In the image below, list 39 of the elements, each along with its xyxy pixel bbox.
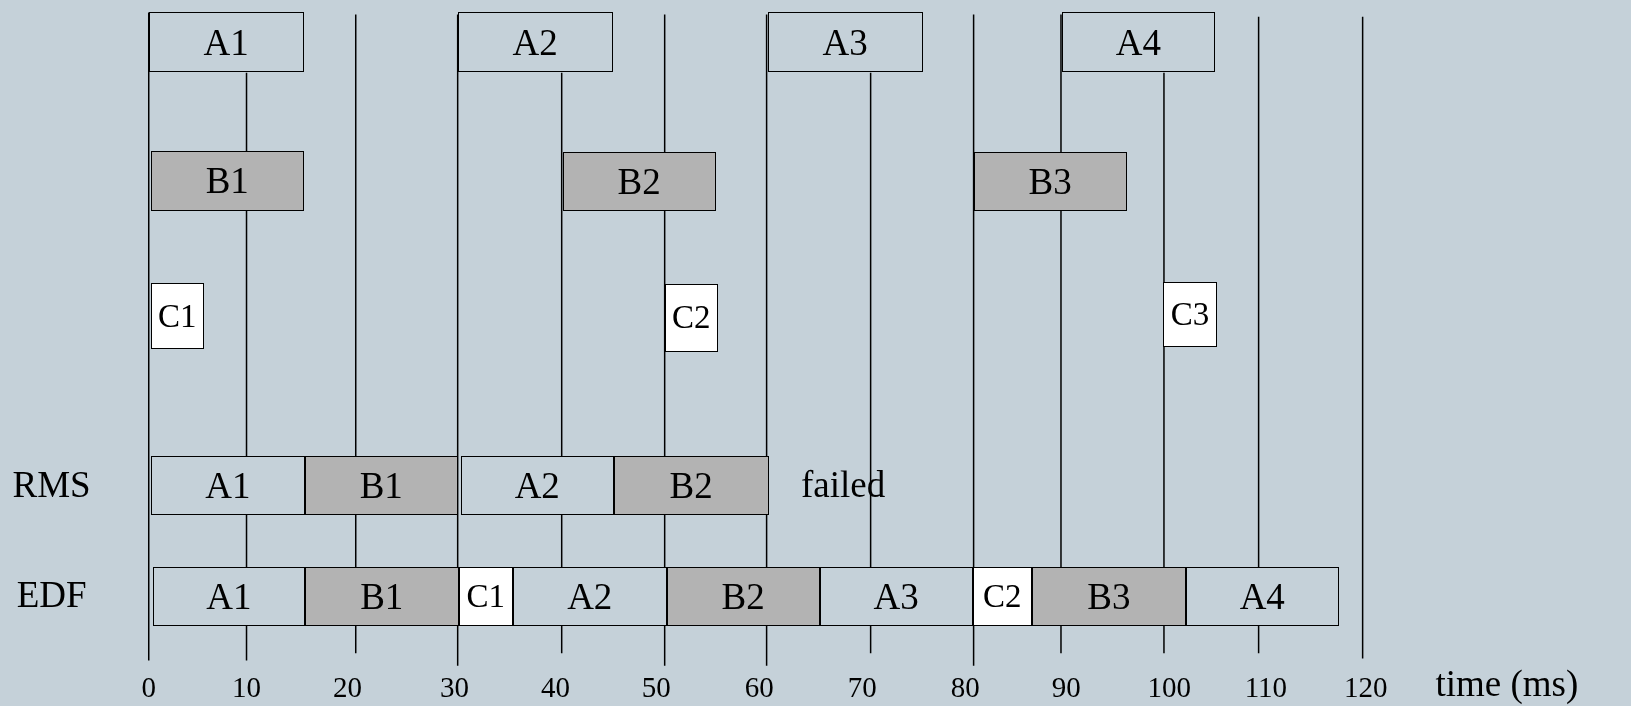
- tick-label: 70: [847, 670, 877, 704]
- task-box: A2: [512, 566, 667, 627]
- task-box: A2: [457, 12, 613, 72]
- task-box: C1: [150, 282, 204, 350]
- task-box: C3: [1162, 281, 1217, 348]
- tick-label: 30: [440, 670, 470, 704]
- task-box: B2: [613, 455, 769, 515]
- tick-label: 0: [141, 670, 156, 704]
- task-box: B1: [304, 566, 459, 627]
- tick-label: 60: [744, 670, 774, 704]
- task-box: A3: [767, 12, 923, 72]
- tick-label: 20: [332, 670, 362, 704]
- row-label: RMS: [12, 462, 91, 506]
- task-box: B3: [1031, 566, 1186, 627]
- task-box: C2: [972, 566, 1032, 627]
- tick-label: 40: [540, 670, 570, 704]
- task-box: A4: [1185, 566, 1339, 627]
- task-box: B1: [150, 150, 304, 212]
- task-box: B2: [666, 566, 820, 627]
- task-box: B3: [973, 151, 1127, 212]
- task-box: C2: [664, 283, 718, 352]
- task-box: B1: [304, 455, 458, 515]
- task-box: A1: [152, 566, 305, 627]
- task-box: A2: [460, 455, 614, 515]
- task-box: A4: [1062, 12, 1215, 72]
- task-box: A1: [150, 455, 305, 515]
- tick-label: 80: [950, 670, 980, 704]
- tick-label: 120: [1344, 670, 1388, 704]
- tick-label: 90: [1051, 670, 1081, 704]
- task-box: A1: [148, 12, 304, 72]
- tick-label: 100: [1147, 670, 1191, 704]
- tick-label: 110: [1244, 670, 1288, 704]
- task-box: A3: [819, 566, 973, 627]
- row-label: EDF: [16, 573, 87, 617]
- tick-label: 50: [641, 670, 671, 704]
- task-box: C1: [458, 566, 513, 627]
- axis-label: time (ms): [1435, 661, 1579, 705]
- tick-label: 10: [232, 670, 261, 704]
- task-box: B2: [562, 151, 716, 212]
